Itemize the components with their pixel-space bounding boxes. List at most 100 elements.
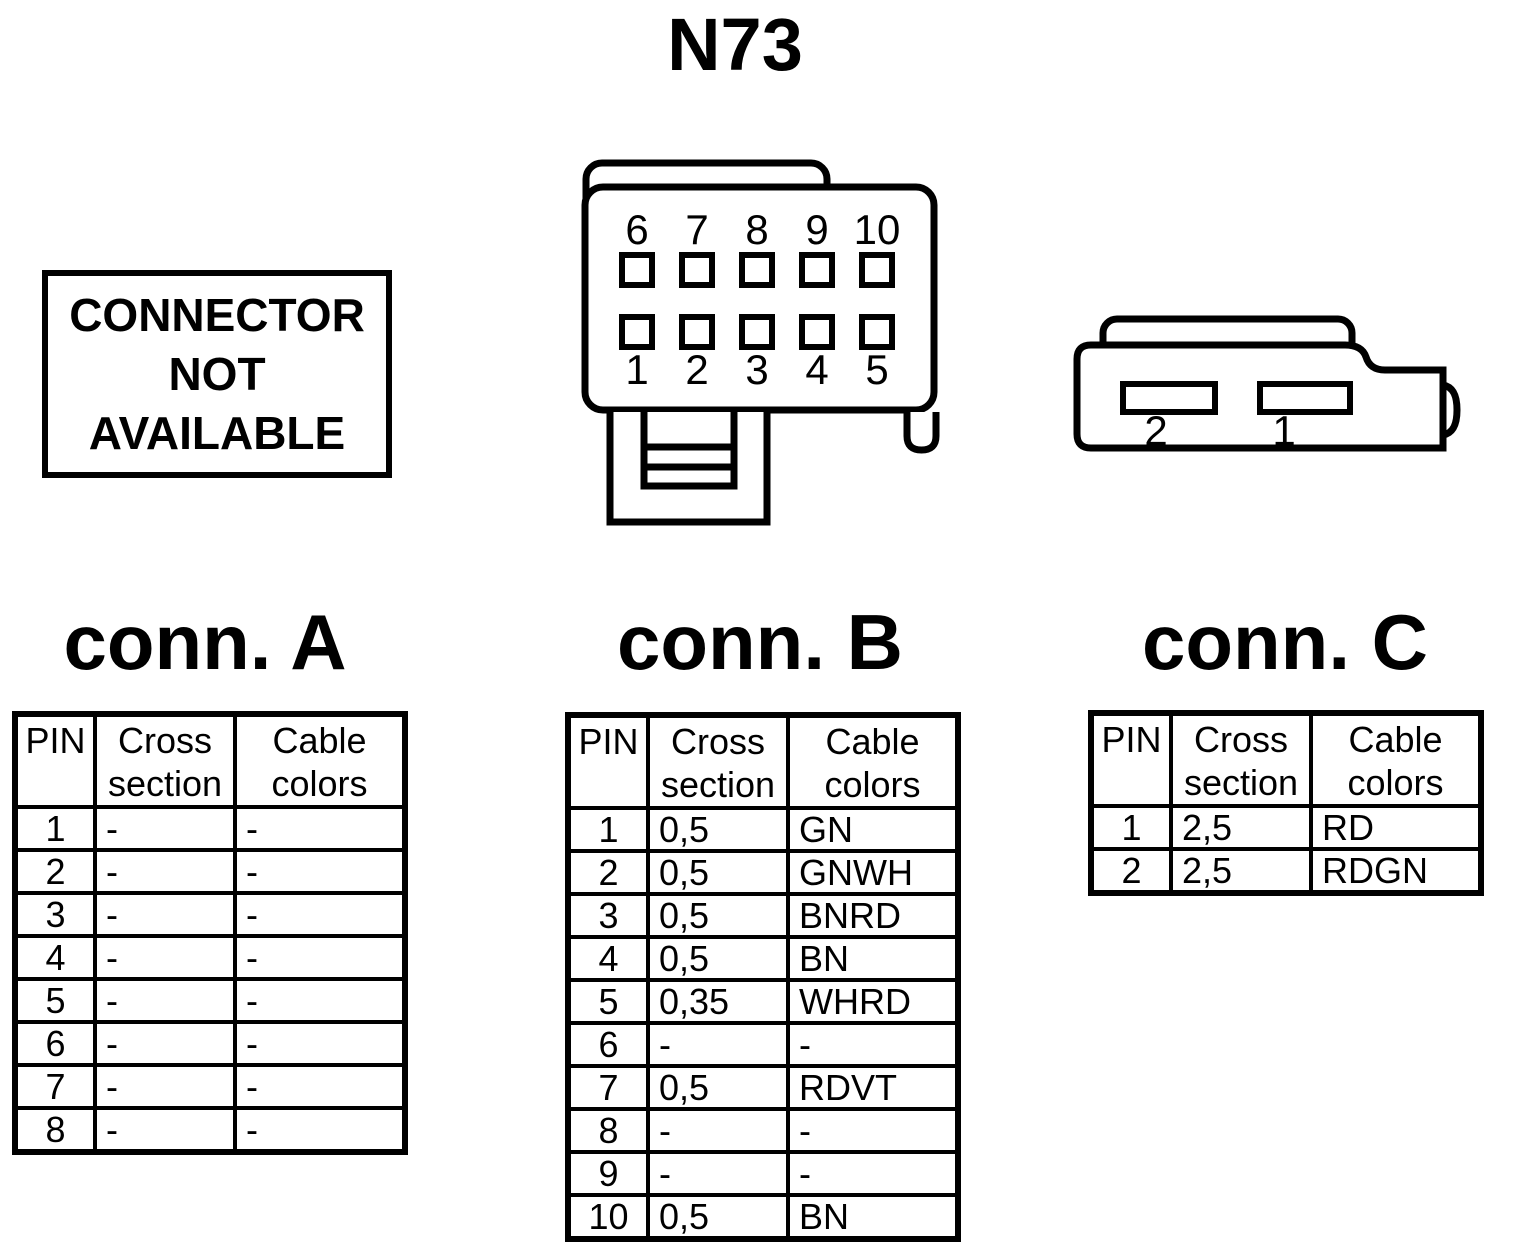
slot-cavity-2 [1120,381,1218,415]
table-row: 7-- [13,1063,407,1110]
cross-section-cell: - [93,891,237,938]
pin-cell: 8 [566,1107,650,1154]
pin-label-7: 7 [685,206,708,253]
table-row: 6-- [13,1020,407,1067]
cross-section-cell: - [93,1063,237,1110]
pin-label-1: 1 [625,346,648,393]
cable-colors-cell: - [233,934,407,981]
pin-cavity-5 [859,314,895,350]
pin-label-6: 6 [625,206,648,253]
cable-colors-cell: RDGN [1309,847,1483,895]
cable-colors-cell: BN [786,935,960,982]
table-header-row: PIN Cross section Cable colors [1089,711,1483,808]
na-line-1: CONNECTOR [69,288,365,341]
na-line-2: NOT [168,347,266,400]
header-pin: PIN [566,713,650,810]
cross-section-cell: - [646,1021,790,1068]
pin-cavity-2 [679,314,715,350]
cable-colors-cell: - [786,1150,960,1197]
cable-colors-cell: - [233,1063,407,1110]
table-row: 4-- [13,934,407,981]
cable-colors-cell: GN [786,806,960,853]
pin-cell: 10 [566,1193,650,1241]
pin-cell: 2 [1089,847,1173,895]
pin-cell: 6 [13,1020,97,1067]
connector-b-body [581,183,938,414]
cross-section-cell: - [93,1106,237,1154]
table-row: 2-- [13,848,407,895]
header-cross-section: Cross section [646,713,790,810]
pin-cell: 2 [566,849,650,896]
header-cable-colors: Cable colors [1309,711,1483,808]
pin-cavity-7 [679,252,715,288]
pin-cell: 7 [566,1064,650,1111]
pin-table-conn-a: PIN Cross section Cable colors 1--2--3--… [12,711,408,1155]
connector-b-drawing: 6 7 8 9 10 1 2 3 4 5 [581,159,940,526]
cable-colors-cell: - [233,891,407,938]
connector-not-available-box: CONNECTOR NOT AVAILABLE [42,270,392,478]
connector-b-side-tab [903,412,940,454]
pin-cavity-6 [619,252,655,288]
cable-colors-cell: - [233,848,407,895]
cable-colors-cell: RDVT [786,1064,960,1111]
cross-section-cell: 0,5 [646,806,790,853]
table-row: 5-- [13,977,407,1024]
cable-colors-cell: - [233,805,407,852]
section-title-conn-a: conn. A [63,598,347,686]
connector-c-drawing: 2 1 [1073,315,1461,454]
cross-section-cell: - [93,1020,237,1067]
pin-label-8: 8 [745,206,768,253]
pin-cell: 7 [13,1063,97,1110]
cross-section-cell: - [646,1107,790,1154]
pin-cavity-4 [799,314,835,350]
cable-colors-cell: RD [1309,804,1483,851]
cable-colors-cell: BN [786,1193,960,1241]
pin-cell: 4 [566,935,650,982]
slot-cavity-1 [1257,381,1353,415]
cable-colors-cell: - [786,1021,960,1068]
pin-label-5: 5 [865,346,888,393]
pin-cavity-9 [799,252,835,288]
table-row: 8-- [566,1107,960,1154]
cross-section-cell: 0,5 [646,1193,790,1241]
header-cable-colors: Cable colors [786,713,960,810]
cable-colors-cell: - [786,1107,960,1154]
connector-c-bump [1442,381,1461,439]
cross-section-cell: - [646,1150,790,1197]
cross-section-cell: - [93,934,237,981]
cross-section-cell: - [93,805,237,852]
pin-cell: 5 [566,978,650,1025]
header-cross-section: Cross section [93,712,237,809]
cross-section-cell: 0,5 [646,935,790,982]
pin-cell: 3 [566,892,650,939]
cross-section-cell: - [93,977,237,1024]
cross-section-cell: 2,5 [1169,804,1313,851]
cross-section-cell: - [93,848,237,895]
pin-cavity-1 [619,314,655,350]
pin-cell: 9 [566,1150,650,1197]
pin-cell: 6 [566,1021,650,1068]
slot-label-1: 1 [1272,407,1295,454]
cable-colors-cell: - [233,1106,407,1154]
pin-cell: 3 [13,891,97,938]
pin-cavity-8 [739,252,775,288]
pin-label-4: 4 [805,346,828,393]
pin-cell: 1 [1089,804,1173,851]
cable-colors-cell: WHRD [786,978,960,1025]
cable-colors-cell: - [233,1020,407,1067]
cable-colors-cell: - [233,977,407,1024]
pin-label-3: 3 [745,346,768,393]
table-row: 8-- [13,1106,407,1154]
table-row: 9-- [566,1150,960,1197]
pin-label-2: 2 [685,346,708,393]
cross-section-cell: 0,5 [646,1064,790,1111]
